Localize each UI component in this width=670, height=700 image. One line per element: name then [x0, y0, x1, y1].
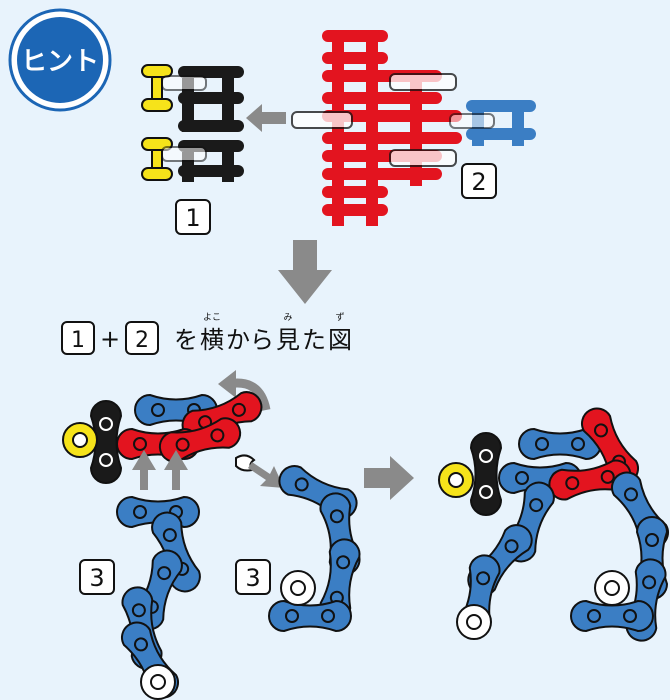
down-arrow — [278, 240, 332, 304]
caption-kanji-mi: 見 — [276, 326, 300, 354]
caption-num-1: 1 — [71, 328, 85, 353]
caption-ruby-yoko: よこ — [203, 312, 221, 323]
part-2-assembly: 2 — [291, 30, 536, 226]
part-1-lower — [141, 137, 244, 182]
result-arrow — [364, 456, 414, 500]
caption-wo: を — [174, 326, 198, 354]
hint-badge-disc — [17, 17, 103, 103]
svg-text:2: 2 — [471, 168, 486, 196]
caption-kara: から — [226, 326, 274, 354]
chain-3-right: 3 — [235, 460, 363, 632]
step-2-label: 2 — [461, 163, 497, 199]
caption-ruby-mi: み — [283, 312, 292, 323]
completed-assembly — [438, 401, 670, 644]
caption-ruby-zu: ず — [335, 312, 344, 323]
caption: 1 + 2 を 横 よこ から 見 み た 図 ず — [61, 312, 352, 355]
svg-text:1: 1 — [185, 204, 200, 232]
svg-text:3: 3 — [89, 564, 104, 592]
side-view-assembly — [62, 370, 284, 490]
part-1-assembly: 1 — [141, 64, 244, 235]
caption-kanji-yoko: 横 — [200, 326, 224, 354]
hint-badge-label: ヒント — [21, 47, 99, 77]
svg-text:3: 3 — [245, 564, 260, 592]
attach-arrow-left — [246, 104, 286, 132]
chain-3-left: 3 — [79, 496, 206, 700]
caption-num-2: 2 — [135, 328, 149, 353]
step-3-right-label: 3 — [235, 559, 271, 595]
caption-ta: た — [302, 326, 326, 354]
step-3-left-label: 3 — [79, 559, 115, 595]
part-1-upper — [141, 64, 244, 132]
step-1-label: 1 — [175, 199, 211, 235]
caption-kanji-zu: 図 — [328, 326, 352, 354]
caption-plus: + — [100, 325, 120, 353]
hint-badge: ヒント — [8, 8, 112, 112]
